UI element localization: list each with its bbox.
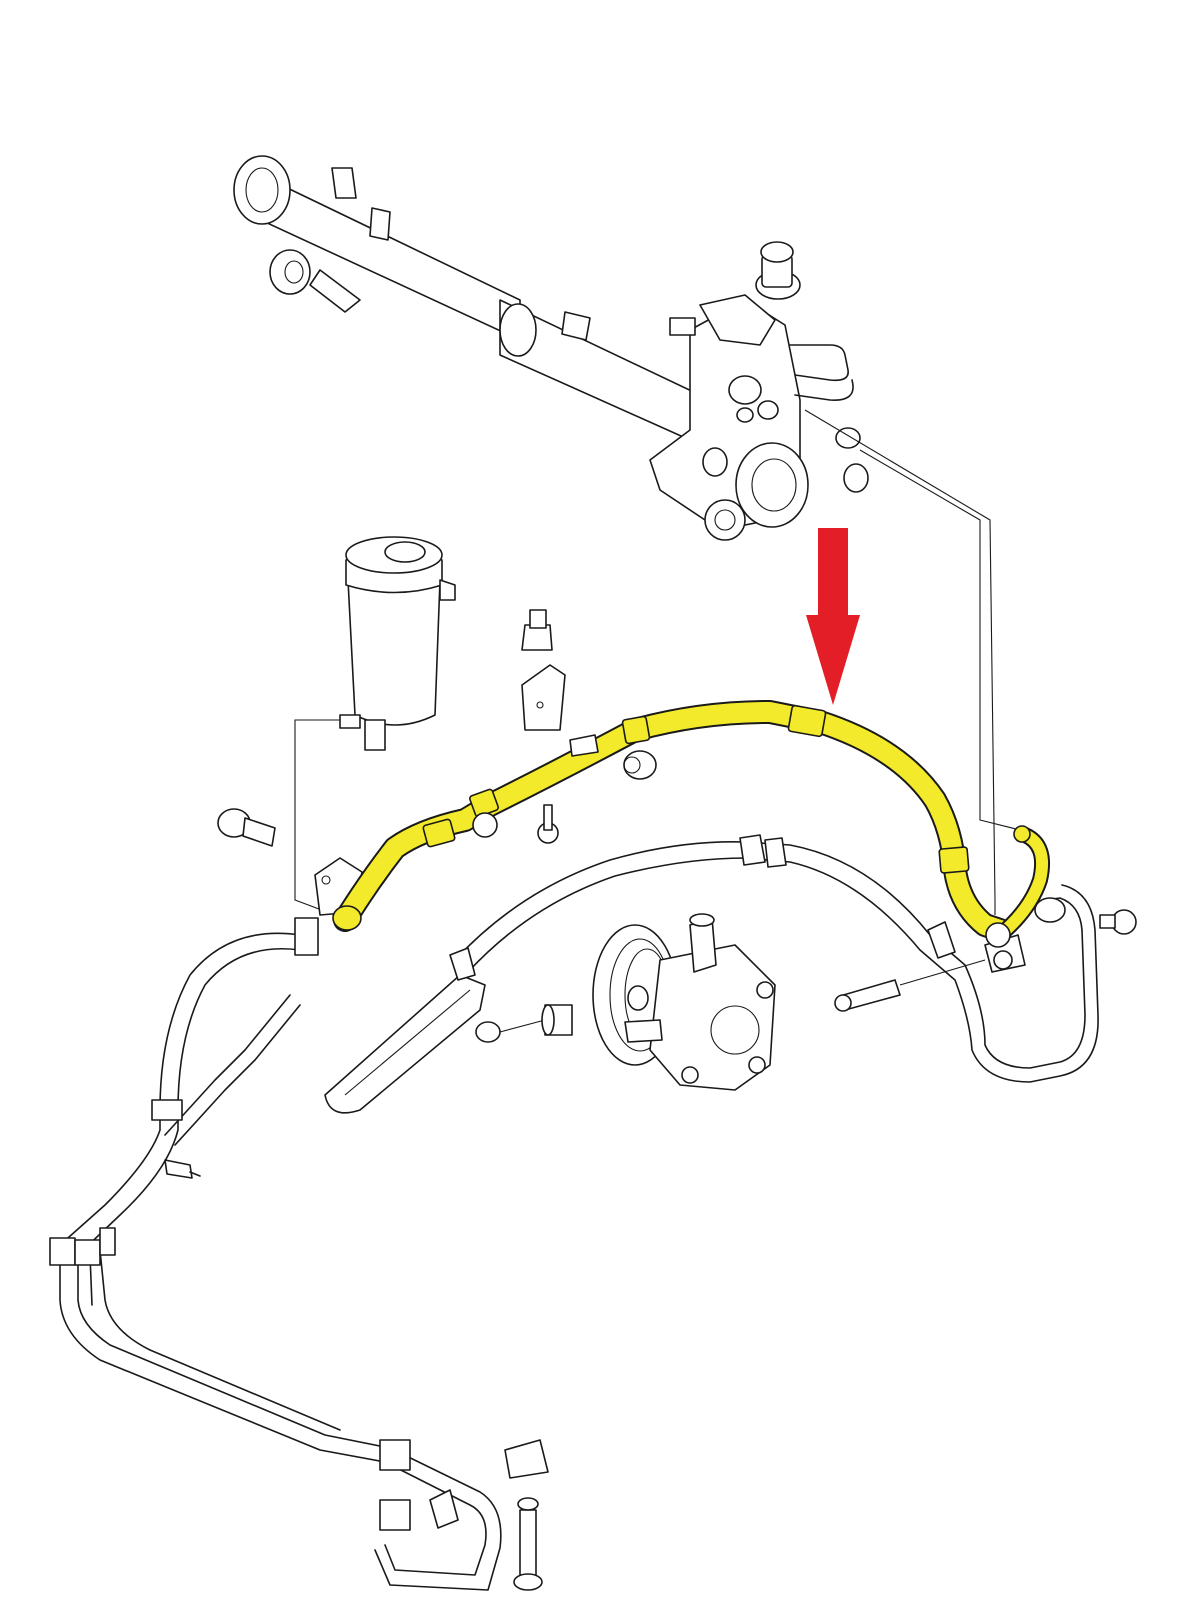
pressure-hose-highlighted (332, 700, 1051, 948)
power-steering-pump (324, 913, 776, 1114)
down-arrow-icon (806, 528, 860, 705)
cooler-line (49, 917, 502, 1591)
fluid-reservoir (294, 536, 456, 916)
steering-rack (233, 155, 869, 541)
return-hose (449, 834, 1099, 1083)
